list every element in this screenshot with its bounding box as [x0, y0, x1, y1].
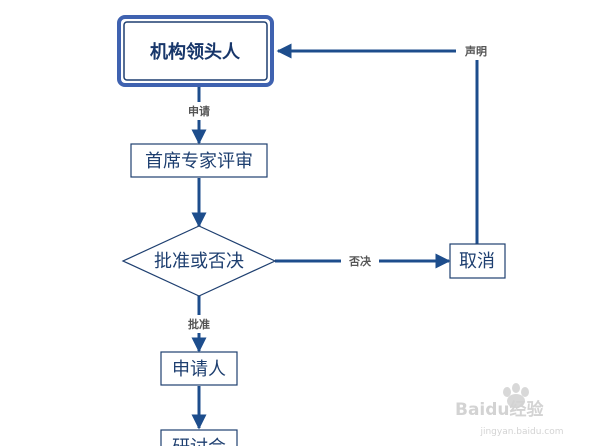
edge-label-approve: 批准 — [188, 317, 210, 331]
node-leader: 机构领头人 — [117, 15, 274, 87]
edge-label-reject: 否决 — [348, 254, 372, 268]
node-expert-review: 首席专家评审 — [130, 143, 268, 178]
edge-label-apply: 申请 — [188, 104, 210, 118]
node-cancel: 取消 — [449, 243, 506, 279]
node-partial-bottom-label: 研讨会 — [172, 437, 226, 446]
node-leader-label: 机构领头人 — [150, 41, 241, 63]
edge-label-statement: 声明 — [464, 44, 487, 58]
edge-decision-to-cancel: 否决 — [275, 252, 451, 270]
node-cancel-label: 取消 — [459, 251, 495, 272]
edge-decision-to-applicant: 批准 — [181, 296, 217, 353]
watermark: Baidu经验 jingyan.baidu.com — [455, 383, 564, 437]
node-partial-bottom: 研讨会 — [160, 429, 238, 446]
paw-icon — [503, 383, 529, 408]
watermark-text: Baidu经验 — [455, 399, 545, 420]
node-decision: 批准或否决 — [121, 225, 277, 297]
node-decision-label: 批准或否决 — [154, 251, 244, 272]
watermark-url: jingyan.baidu.com — [479, 427, 563, 437]
node-applicant: 申请人 — [160, 351, 238, 386]
edge-cancel-to-leader: 声明 — [276, 42, 496, 244]
node-expert-review-label: 首席专家评审 — [145, 151, 253, 172]
node-applicant-label: 申请人 — [172, 359, 226, 380]
edge-leader-to-review: 申请 — [181, 84, 217, 145]
